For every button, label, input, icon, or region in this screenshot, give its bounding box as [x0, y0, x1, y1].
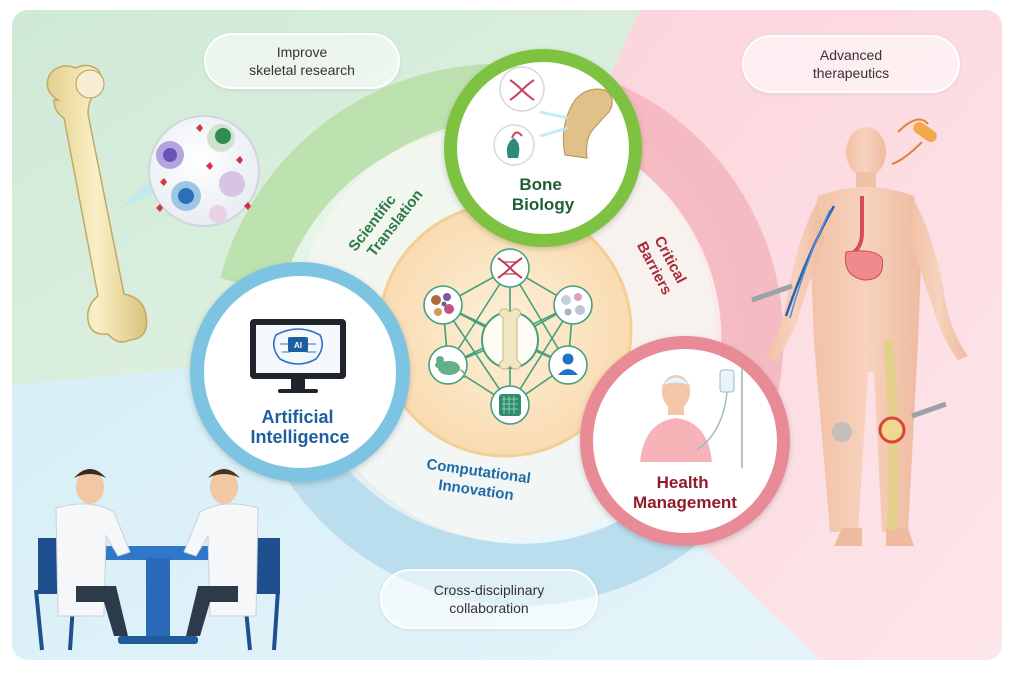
human-body-icon [751, 118, 968, 546]
ai-line-2: Intelligence [250, 427, 349, 447]
bone-biology-line-2: Biology [512, 195, 575, 214]
advanced-therapeutics-pill: Advanced therapeutics [742, 35, 960, 93]
core-nodes [423, 248, 593, 425]
person-node [548, 345, 588, 385]
immune-cells-icon [148, 115, 260, 227]
health-title: Health Management [633, 473, 737, 512]
bone-biology-line-1: Bone [519, 175, 562, 194]
patient-iv-icon [640, 368, 743, 468]
scaffold-node [490, 385, 530, 425]
collaboration-pill: Cross-disciplinary collaboration [380, 569, 598, 629]
central-bone-node [481, 308, 539, 370]
ai-line-1: Artificial [261, 407, 333, 427]
ai-monitor-icon: AI [250, 319, 346, 393]
dna-node [490, 248, 530, 288]
health-line-1: Health [657, 473, 709, 492]
scientific-translation-arc [220, 64, 496, 295]
molecules-node [423, 285, 463, 325]
ai-title: Artificial Intelligence [250, 407, 349, 447]
bone-biology-title: Bone Biology [512, 175, 575, 214]
doctors-meeting-icon [34, 469, 280, 651]
bone-biology-node [444, 49, 642, 247]
bone-biology-illustration [493, 66, 613, 166]
improve-research-pill: Improve skeletal research [204, 33, 400, 89]
mouse-node [428, 345, 468, 385]
health-line-2: Management [633, 493, 737, 512]
critical-barriers-arc [587, 81, 784, 391]
ai-chip-label: AI [294, 341, 302, 350]
spheres-node [553, 285, 593, 325]
